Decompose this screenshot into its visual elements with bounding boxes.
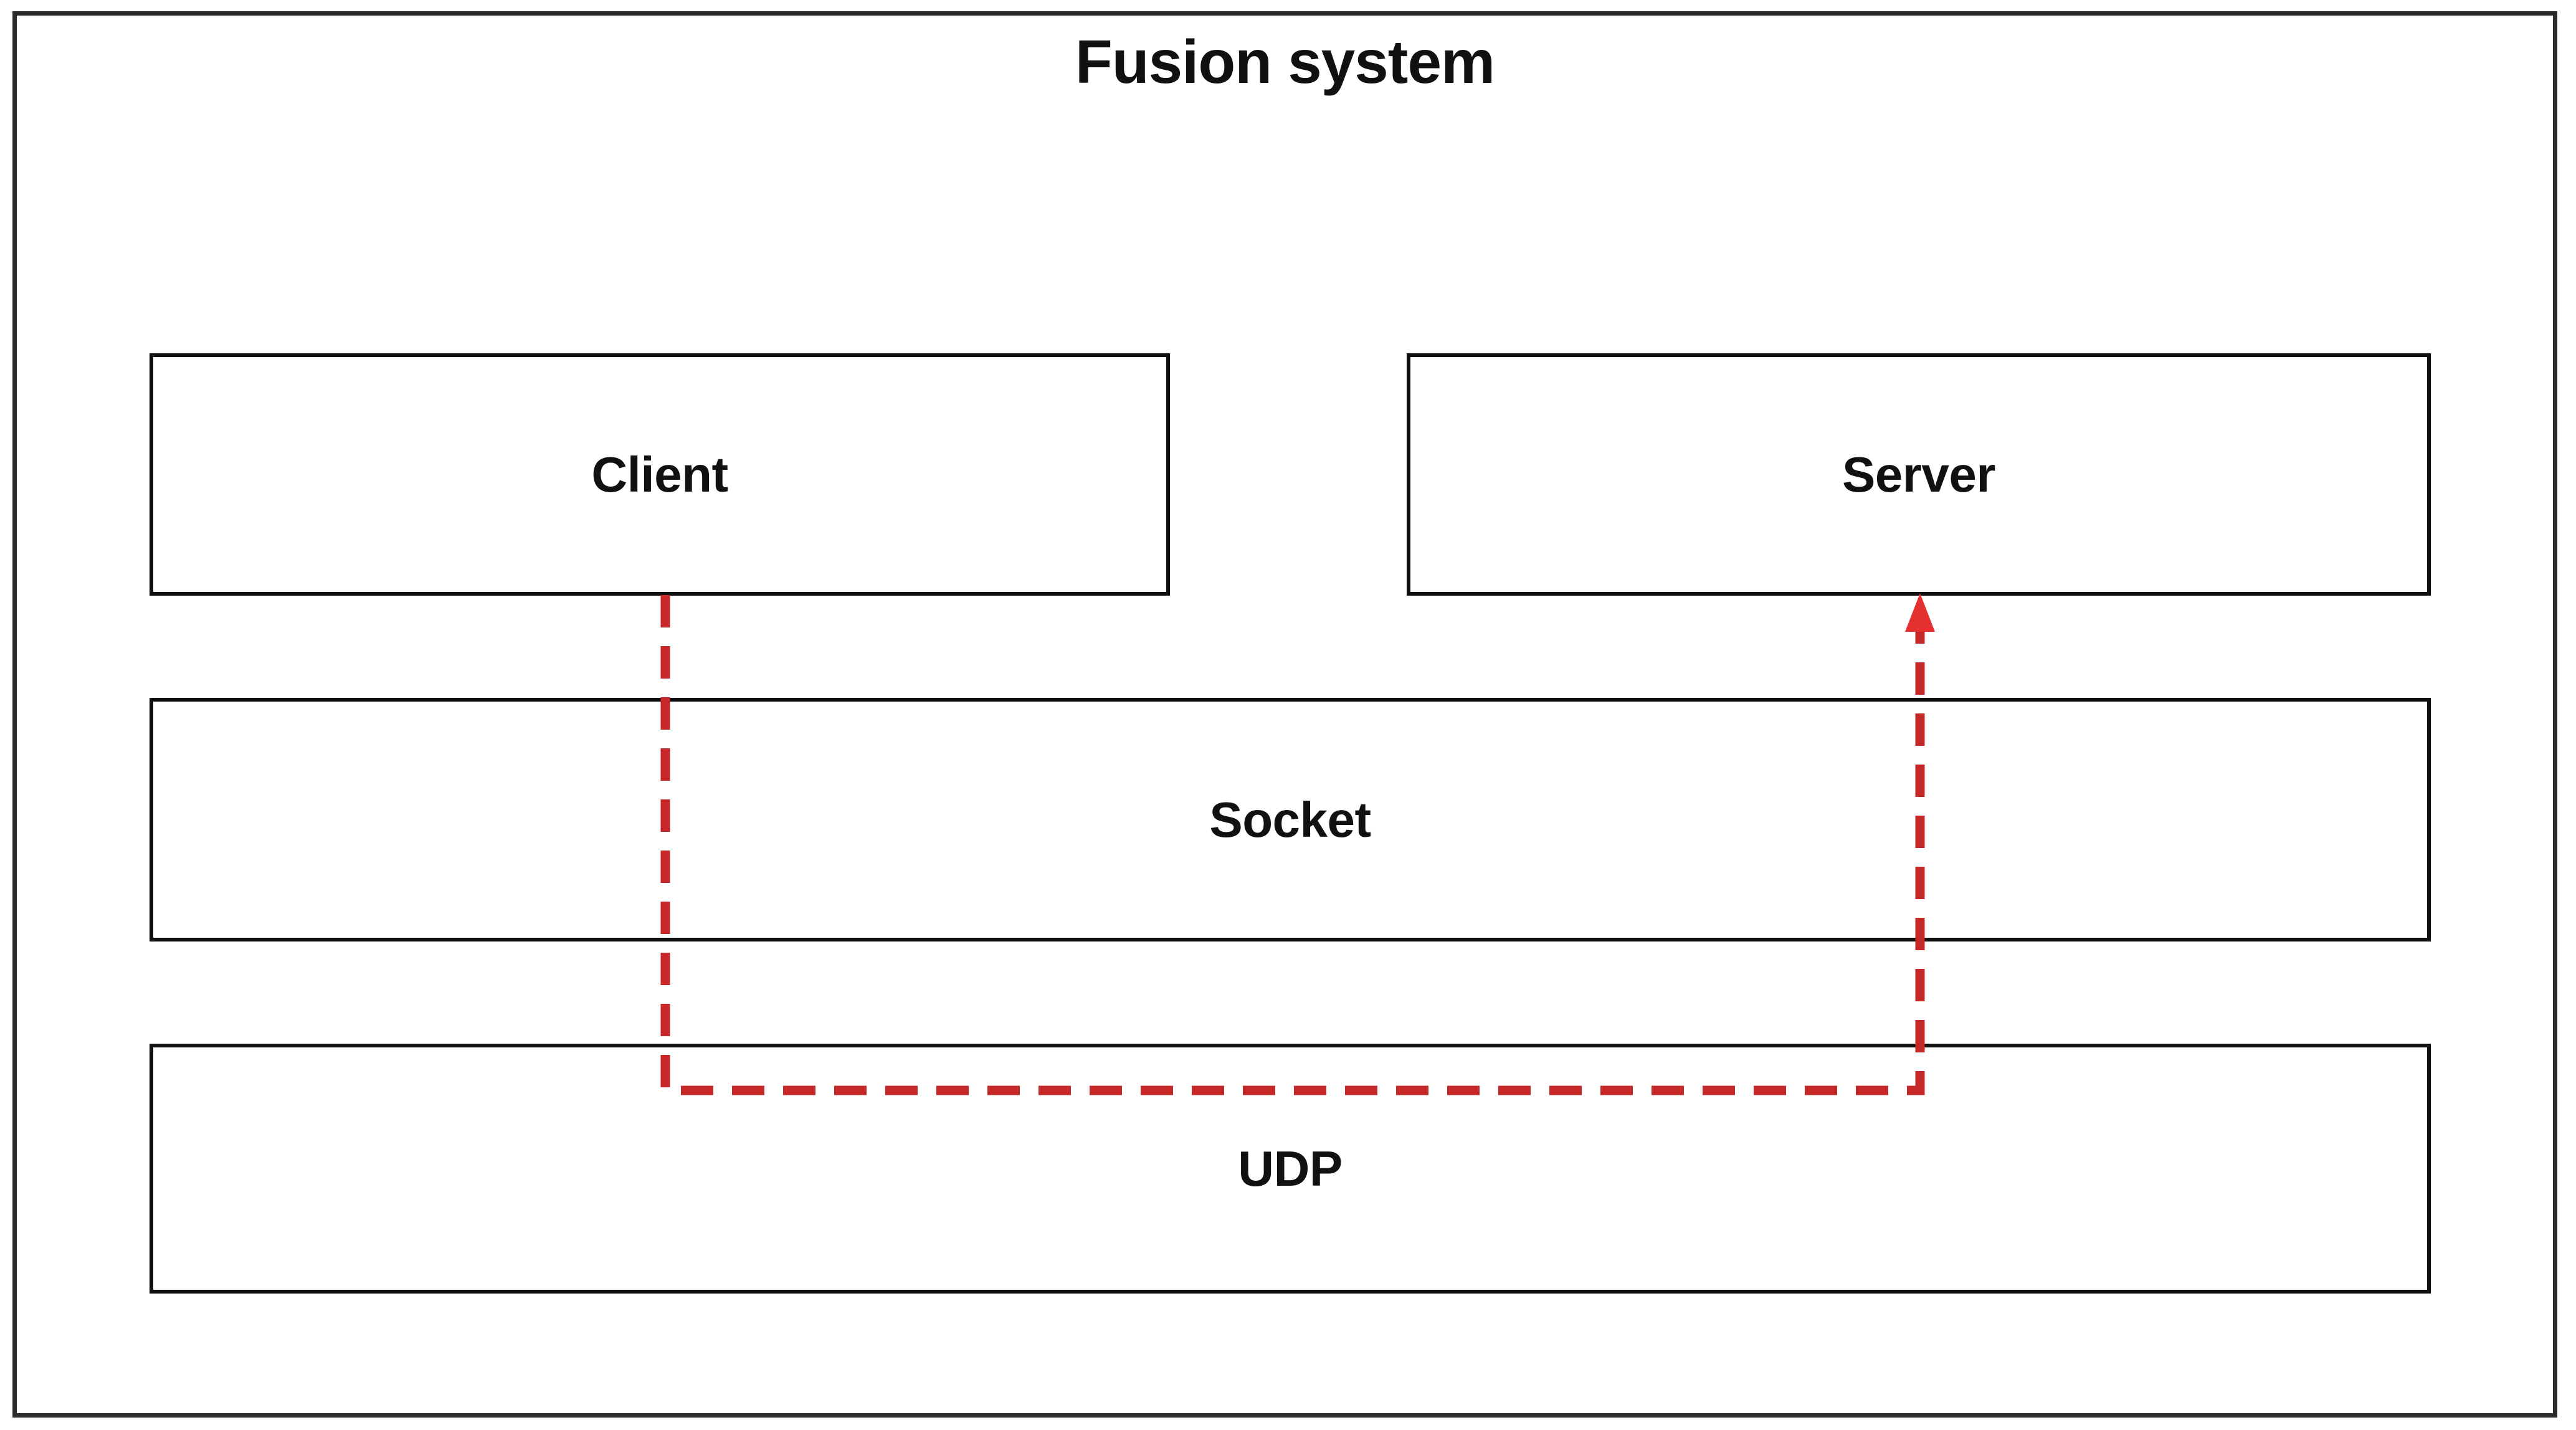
client-box-label: Client bbox=[591, 446, 728, 502]
server-box: Server bbox=[1407, 353, 2431, 596]
socket-box-label: Socket bbox=[1209, 791, 1371, 847]
page-title: Fusion system bbox=[1075, 27, 1495, 96]
udp-box: UDP bbox=[150, 1044, 2431, 1294]
client-box: Client bbox=[150, 353, 1170, 596]
udp-box-label: UDP bbox=[1238, 1140, 1343, 1196]
socket-box: Socket bbox=[150, 698, 2431, 941]
server-box-label: Server bbox=[1842, 446, 1996, 502]
